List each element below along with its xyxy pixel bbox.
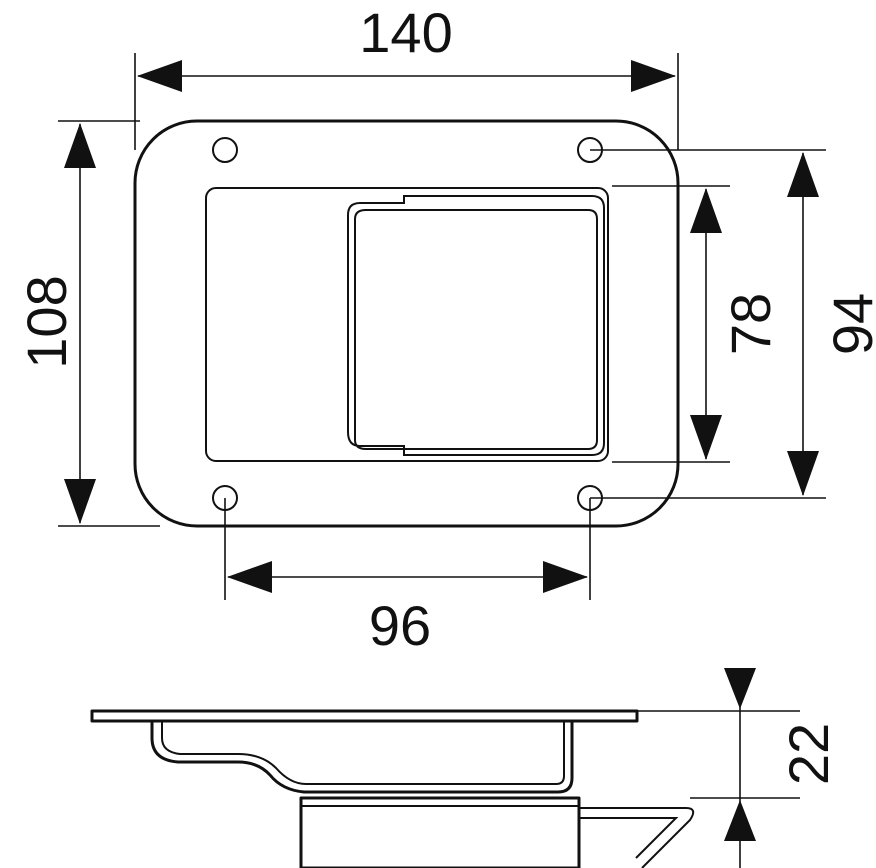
dimension-label-78: 78 [719, 293, 782, 355]
side-handle-block [299, 796, 581, 868]
dimension-label-108: 108 [15, 275, 78, 368]
handle-inner [354, 209, 598, 450]
mount-hole-top-left [212, 137, 238, 163]
dimension-label-96: 96 [369, 594, 431, 657]
dimension-overall-width: 140 [134, 1, 679, 150]
dimension-overall-height: 108 [15, 120, 160, 527]
outer-plate [133, 119, 680, 528]
side-dish-inner [161, 721, 565, 785]
handle-outer [347, 195, 605, 456]
dimension-label-22: 22 [777, 723, 840, 785]
recess-outline [205, 187, 609, 462]
top-view [133, 119, 680, 528]
side-handle-lever [579, 807, 695, 868]
side-dish-profile [150, 721, 574, 794]
side-plate [90, 709, 639, 723]
dimension-label-94: 94 [821, 293, 876, 355]
dimension-depth: 22 [637, 668, 840, 868]
dimension-hole-horizontal: 96 [224, 498, 591, 657]
dimension-label-140: 140 [359, 1, 452, 64]
dimension-hole-vertical: 94 [590, 149, 876, 499]
side-view [90, 709, 695, 868]
dimension-cutout-height: 78 [612, 185, 782, 463]
